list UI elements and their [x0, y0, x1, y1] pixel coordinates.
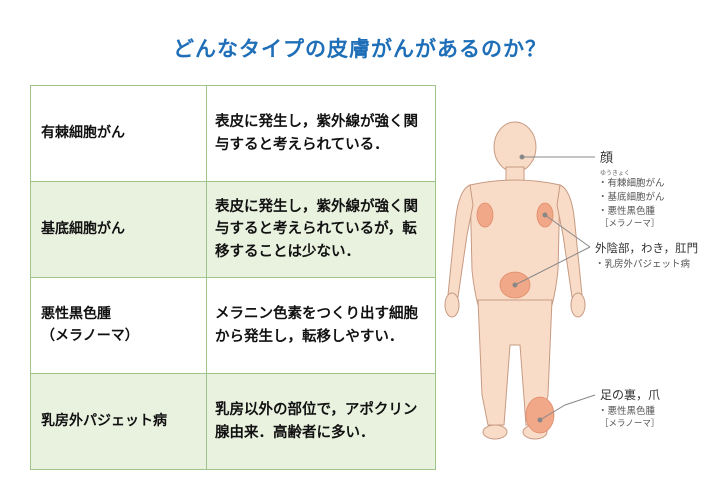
type-name: 乳房外パジェット病	[41, 412, 167, 429]
foot-lesion	[525, 396, 555, 434]
type-name-cell: 乳房外パジェット病	[30, 373, 207, 470]
type-name-cell: 有棘細胞がん	[30, 85, 207, 182]
body-diagram: 顔 ゆうきょく ・有棘細胞がん ・基底細胞がん ・悪性黒色腫 ［メラノーマ］ 外…	[444, 121, 698, 440]
type-desc: 乳房以外の部位で，アポクリン腺由来．高齢者に多い．	[206, 373, 436, 470]
type-name-cell: 悪性黒色腫 （メラノーマ）	[30, 277, 207, 374]
foot-item: ［メラノーマ］	[600, 419, 659, 429]
face-title: 顔	[600, 151, 613, 166]
groin-title: 外陰部，わき，肛門	[595, 241, 698, 255]
type-desc: メラニン色素をつくり出す細胞から発生し，転移しやすい．	[206, 277, 436, 374]
page-title: どんなタイプの皮膚がんがあるのか？	[173, 37, 547, 61]
face-item: ・基底細胞がん	[598, 191, 665, 203]
face-item: ・悪性黒色腫	[598, 205, 656, 217]
type-name: 悪性黒色腫	[41, 305, 111, 322]
cancer-types-table: 有棘細胞がん 表皮に発生し，紫外線が強く関与すると考えられている． 基底細胞がん…	[30, 85, 436, 470]
groin-item: ・乳房外パジェット病	[595, 258, 691, 270]
face-item: ［メラノーマ］	[600, 219, 659, 229]
table-row: 有棘細胞がん 表皮に発生し，紫外線が強く関与すると考えられている．	[30, 85, 436, 182]
armpit-lesion-left	[476, 202, 494, 228]
type-name: 有棘細胞がん	[41, 124, 125, 141]
type-name-sub: （メラノーマ）	[41, 327, 139, 344]
type-name: 基底細胞がん	[41, 220, 125, 237]
face-item: ・有棘細胞がん	[598, 177, 665, 189]
table-row: 悪性黒色腫 （メラノーマ） メラニン色素をつくり出す細胞から発生し，転移しやすい…	[30, 277, 436, 374]
table-row: 乳房外パジェット病 乳房以外の部位で，アポクリン腺由来．高齢者に多い．	[30, 373, 436, 470]
face-ruby: ゆうきょく	[600, 170, 630, 177]
leader-lines	[512, 154, 596, 423]
foot-title: 足の裏，爪	[600, 387, 660, 402]
type-desc: 表皮に発生し，紫外線が強く関与すると考えられているが，転移することは少ない．	[206, 181, 436, 278]
foot-item: ・悪性黒色腫	[598, 405, 656, 417]
table-row: 基底細胞がん 表皮に発生し，紫外線が強く関与すると考えられているが，転移すること…	[30, 181, 436, 278]
type-name-cell: 基底細胞がん	[30, 181, 207, 278]
type-desc: 表皮に発生し，紫外線が強く関与すると考えられている．	[206, 85, 436, 182]
